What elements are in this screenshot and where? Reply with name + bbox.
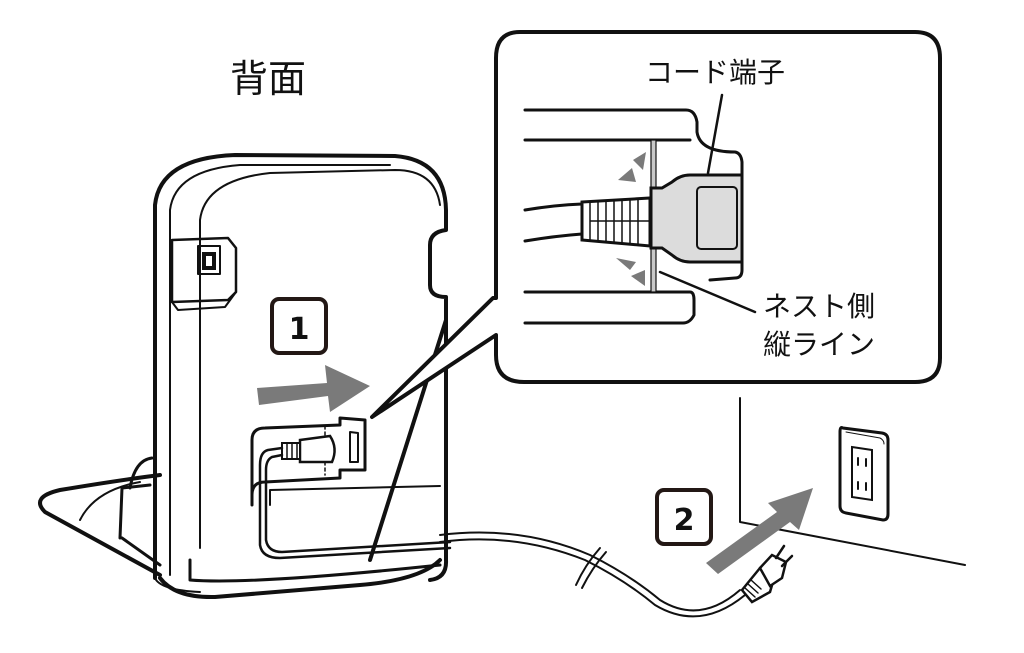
step-1-badge: 1 bbox=[270, 297, 328, 355]
svg-text:2: 2 bbox=[674, 503, 695, 538]
lan-port bbox=[170, 236, 238, 311]
svg-text:1: 1 bbox=[289, 312, 310, 347]
step-2-arrow bbox=[706, 488, 813, 574]
robot-base-body bbox=[153, 153, 449, 593]
power-cord bbox=[439, 531, 746, 618]
cord-terminal-slot bbox=[250, 416, 452, 560]
strain-relief bbox=[580, 196, 652, 248]
power-plug bbox=[740, 544, 794, 604]
wall bbox=[739, 397, 966, 566]
step-1-arrow bbox=[257, 365, 370, 412]
step-2-badge: 2 bbox=[655, 488, 713, 546]
nest-line-label-2: 縦ライン bbox=[763, 328, 875, 361]
wall-outlet bbox=[838, 426, 890, 522]
detail-callout: コード端子 ネスト側 縦ライン bbox=[370, 30, 942, 419]
cord-terminal-label: コード端子 bbox=[645, 56, 785, 89]
nest-line-label-1: ネスト側 bbox=[763, 290, 875, 323]
rear-view-title: 背面 bbox=[230, 57, 306, 101]
